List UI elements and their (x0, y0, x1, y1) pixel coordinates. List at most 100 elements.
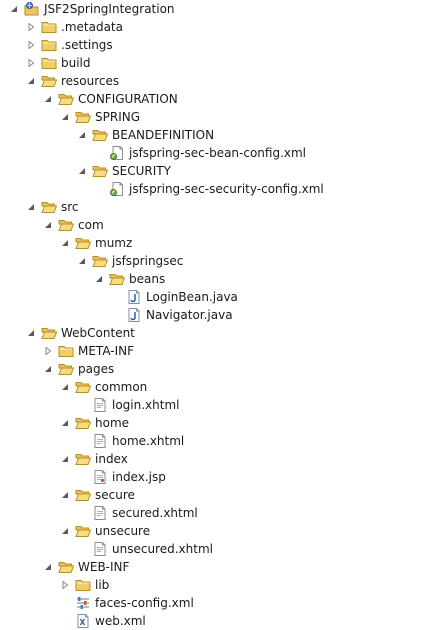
collapsed-arrow-icon[interactable] (27, 23, 35, 31)
tree-item-label: unsecured.xhtml (112, 542, 213, 556)
tree-item-mumz[interactable]: mumz (61, 234, 132, 252)
expanded-arrow-icon[interactable] (61, 383, 69, 391)
expanded-arrow-icon[interactable] (61, 527, 69, 535)
expanded-arrow-icon[interactable] (27, 203, 35, 211)
tree-item-label: beans (129, 272, 166, 286)
folder-open-icon (92, 127, 108, 143)
java-file-icon (126, 289, 142, 305)
expanded-arrow-icon[interactable] (61, 239, 69, 247)
folder-open-icon (75, 415, 91, 431)
tree-item-meta-inf[interactable]: META-INF (44, 342, 134, 360)
expanded-arrow-icon[interactable] (44, 95, 52, 103)
expanded-arrow-icon[interactable] (61, 419, 69, 427)
tree-item-settings[interactable]: .settings (27, 36, 113, 54)
collapsed-arrow-icon[interactable] (27, 41, 35, 49)
tree-item-secure[interactable]: secure (61, 486, 135, 504)
folder-icon (58, 343, 74, 359)
tree-item-index[interactable]: index (61, 450, 128, 468)
expanded-arrow-icon[interactable] (44, 221, 52, 229)
collapsed-arrow-icon[interactable] (27, 59, 35, 67)
faces-config-icon (75, 595, 91, 611)
tree-item-unsecure[interactable]: unsecure (61, 522, 150, 540)
tree-item-label: CONFIGURATION (78, 92, 178, 106)
expanded-arrow-icon[interactable] (61, 455, 69, 463)
tree-item-label: META-INF (78, 344, 135, 358)
tree-item-src[interactable]: src (27, 198, 79, 216)
tree-item-pages[interactable]: pages (44, 360, 114, 378)
expanded-arrow-icon[interactable] (27, 77, 35, 85)
tree-item-label: JSF2SpringIntegration (44, 2, 175, 16)
expanded-arrow-icon[interactable] (78, 257, 86, 265)
tree-item-navigator-java[interactable]: Navigator.java (112, 306, 233, 324)
tree-item-label: jsfspring-sec-bean-config.xml (129, 146, 307, 160)
tree-item-resources[interactable]: resources (27, 72, 119, 90)
tree-item-secured-xhtml[interactable]: secured.xhtml (78, 504, 198, 522)
tree-item-beans[interactable]: beans (95, 270, 165, 288)
folder-open-icon (109, 271, 125, 287)
tree-item-label: mumz (95, 236, 133, 250)
tree-item-metadata[interactable]: .metadata (27, 18, 123, 36)
tree-item-com[interactable]: com (44, 216, 104, 234)
tree-item-label: resources (61, 74, 120, 88)
folder-open-icon (75, 235, 91, 251)
tree-item-index-jsp[interactable]: index.jsp (78, 468, 166, 486)
collapsed-arrow-icon[interactable] (61, 581, 69, 589)
tree-item-webcontent[interactable]: WebContent (27, 324, 135, 342)
folder-open-icon (41, 199, 57, 215)
tree-item-label: unsecure (95, 524, 151, 538)
expanded-arrow-icon[interactable] (44, 563, 52, 571)
tree-item-home-xhtml[interactable]: home.xhtml (78, 432, 184, 450)
tree-item-jsf2springintegration[interactable]: JSF2SpringIntegration (10, 0, 175, 18)
expanded-arrow-icon[interactable] (78, 167, 86, 175)
expanded-arrow-icon[interactable] (27, 329, 35, 337)
jsp-file-icon (92, 469, 108, 485)
tree-item-label: lib (95, 578, 110, 592)
tree-item-label: home.xhtml (112, 434, 185, 448)
expanded-arrow-icon[interactable] (10, 5, 18, 13)
folder-open-icon (75, 109, 91, 125)
tree-item-label: secured.xhtml (112, 506, 198, 520)
expanded-arrow-icon[interactable] (44, 365, 52, 373)
tree-item-loginbean-java[interactable]: LoginBean.java (112, 288, 238, 306)
tree-item-faces-config-xml[interactable]: faces-config.xml (61, 594, 194, 612)
tree-item-label: index (95, 452, 128, 466)
folder-icon (41, 55, 57, 71)
tree-item-login-xhtml[interactable]: login.xhtml (78, 396, 179, 414)
tree-item-label: .settings (61, 38, 113, 52)
tree-item-jsfspring-sec-bean-config-xml[interactable]: jsfspring-sec-bean-config.xml (95, 144, 306, 162)
folder-icon (41, 37, 57, 53)
tree-item-web-inf[interactable]: WEB-INF (44, 558, 129, 576)
expanded-arrow-icon[interactable] (95, 275, 103, 283)
tree-item-configuration[interactable]: CONFIGURATION (44, 90, 178, 108)
expanded-arrow-icon[interactable] (61, 113, 69, 121)
tree-item-lib[interactable]: lib (61, 576, 109, 594)
tree-item-label: home (95, 416, 130, 430)
tree-item-build[interactable]: build (27, 54, 91, 72)
tree-item-label: web.xml (95, 614, 146, 628)
tree-item-label: common (95, 380, 148, 394)
folder-icon (75, 577, 91, 593)
tree-item-beandefinition[interactable]: BEANDEFINITION (78, 126, 214, 144)
expanded-arrow-icon[interactable] (61, 491, 69, 499)
folder-open-icon (41, 73, 57, 89)
tree-item-common[interactable]: common (61, 378, 147, 396)
expanded-arrow-icon[interactable] (78, 131, 86, 139)
folder-open-icon (92, 163, 108, 179)
tree-item-jsfspring-sec-security-config-xml[interactable]: jsfspring-sec-security-config.xml (95, 180, 324, 198)
folder-open-icon (58, 361, 74, 377)
tree-item-web-xml[interactable]: web.xml (61, 612, 146, 630)
tree-item-security[interactable]: SECURITY (78, 162, 171, 180)
tree-item-label: build (61, 56, 91, 70)
folder-open-icon (75, 379, 91, 395)
tree-item-label: WebContent (61, 326, 135, 340)
tree-item-label: .metadata (61, 20, 123, 34)
tree-item-spring[interactable]: SPRING (61, 108, 140, 126)
tree-item-home[interactable]: home (61, 414, 129, 432)
tree-item-unsecured-xhtml[interactable]: unsecured.xhtml (78, 540, 213, 558)
tree-item-jsfspringsec[interactable]: jsfspringsec (78, 252, 183, 270)
tree-item-label: WEB-INF (78, 560, 130, 574)
collapsed-arrow-icon[interactable] (44, 347, 52, 355)
tree-item-label: jsfspring-sec-security-config.xml (129, 182, 324, 196)
project-icon (24, 1, 40, 17)
